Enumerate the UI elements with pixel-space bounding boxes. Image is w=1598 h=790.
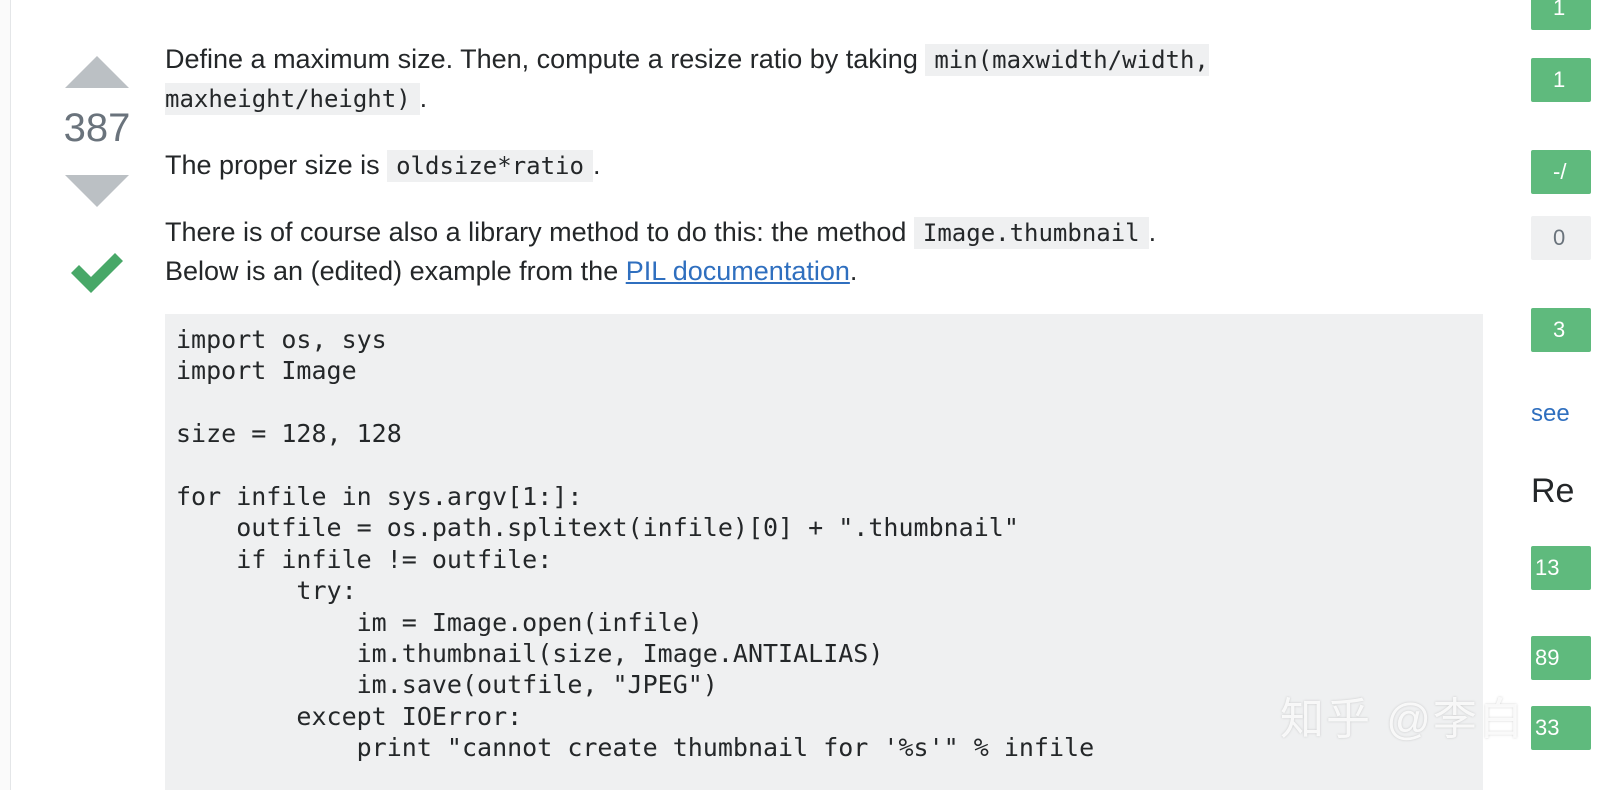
sidebar-badge[interactable]: 3 (1531, 308, 1591, 352)
code-line: size = 128, 128 (176, 419, 402, 449)
vote-down-arrow-icon[interactable] (65, 175, 129, 207)
related-badge[interactable]: 89 (1531, 636, 1591, 680)
code-line: im.thumbnail(size, Image.ANTIALIAS) (176, 639, 884, 669)
code-line: try: (176, 576, 357, 606)
sidebar-badge[interactable]: 0 (1531, 216, 1591, 260)
code-line: for infile in sys.argv[1:]: (176, 482, 583, 512)
code-line: im.save(outfile, "JPEG") (176, 670, 718, 700)
see-more-link[interactable]: see (1531, 400, 1570, 427)
inline-code-thumbnail: Image.thumbnail (913, 217, 1149, 249)
vote-count: 387 (63, 106, 131, 150)
sidebar-badge[interactable]: 1 (1531, 0, 1591, 30)
related-heading: Re (1531, 472, 1575, 510)
answer-paragraph-3: There is of course also a library method… (165, 217, 1157, 286)
left-border (0, 0, 11, 790)
answer-paragraph-1: Define a maximum size. Then, compute a r… (165, 44, 1209, 115)
code-line: import os, sys (176, 325, 387, 354)
vote-cell: 387 (54, 56, 140, 297)
answer-paragraph-2: The proper size is oldsize*ratio. (165, 150, 601, 182)
code-line: im = Image.open(infile) (176, 607, 703, 637)
answer-body: Define a maximum size. Then, compute a r… (165, 40, 1485, 316)
code-line: outfile = os.path.splitext(infile)[0] + … (176, 513, 1019, 543)
accepted-checkmark-icon (71, 253, 123, 293)
code-line: except IOError: (176, 701, 523, 731)
right-sidebar: 1 1 -/ 0 3 see Re 13 89 33 (1530, 0, 1598, 790)
sidebar-badge[interactable]: 1 (1531, 58, 1591, 102)
code-line: import Image (176, 356, 357, 386)
code-line: if infile != outfile: (176, 544, 553, 574)
inline-code-oldsize: oldsize*ratio (387, 150, 593, 182)
pil-documentation-link[interactable]: PIL documentation (625, 256, 850, 286)
related-badge[interactable]: 33 (1531, 706, 1591, 750)
vote-up-arrow-icon[interactable] (65, 56, 129, 88)
related-badge[interactable]: 13 (1531, 546, 1591, 590)
sidebar-badge[interactable]: -/ (1531, 150, 1591, 194)
code-block: import os, sys import Image size = 128, … (165, 314, 1483, 790)
code-line: print "cannot create thumbnail for '%s'"… (176, 733, 1095, 763)
